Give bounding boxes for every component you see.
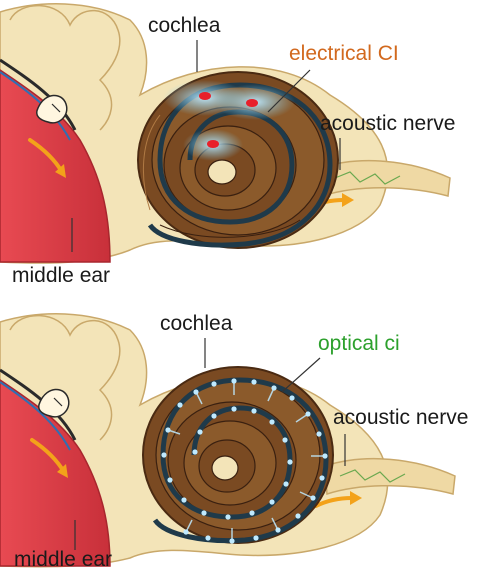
label-implant: electrical CI <box>289 42 399 65</box>
label-middle-ear: middle ear <box>12 264 110 287</box>
leader-implant <box>282 358 320 392</box>
electrode-contact <box>199 92 211 100</box>
label-cochlea: cochlea <box>148 14 221 37</box>
cochlea-spiral <box>143 367 333 544</box>
label-acoustic-nerve: acoustic nerve <box>320 112 455 135</box>
label-acoustic-nerve: acoustic nerve <box>333 406 468 429</box>
panel-electrical: cochlea electrical CI acoustic nerve mid… <box>0 4 455 287</box>
label-implant: optical ci <box>318 332 400 355</box>
electrode-contact <box>246 99 258 107</box>
label-middle-ear: middle ear <box>14 548 112 571</box>
cochlea-spiral <box>138 72 338 248</box>
label-cochlea: cochlea <box>160 312 233 335</box>
electrode-contact <box>207 140 219 148</box>
panel-optical: cochlea optical ci acoustic nerve middle… <box>0 312 468 571</box>
